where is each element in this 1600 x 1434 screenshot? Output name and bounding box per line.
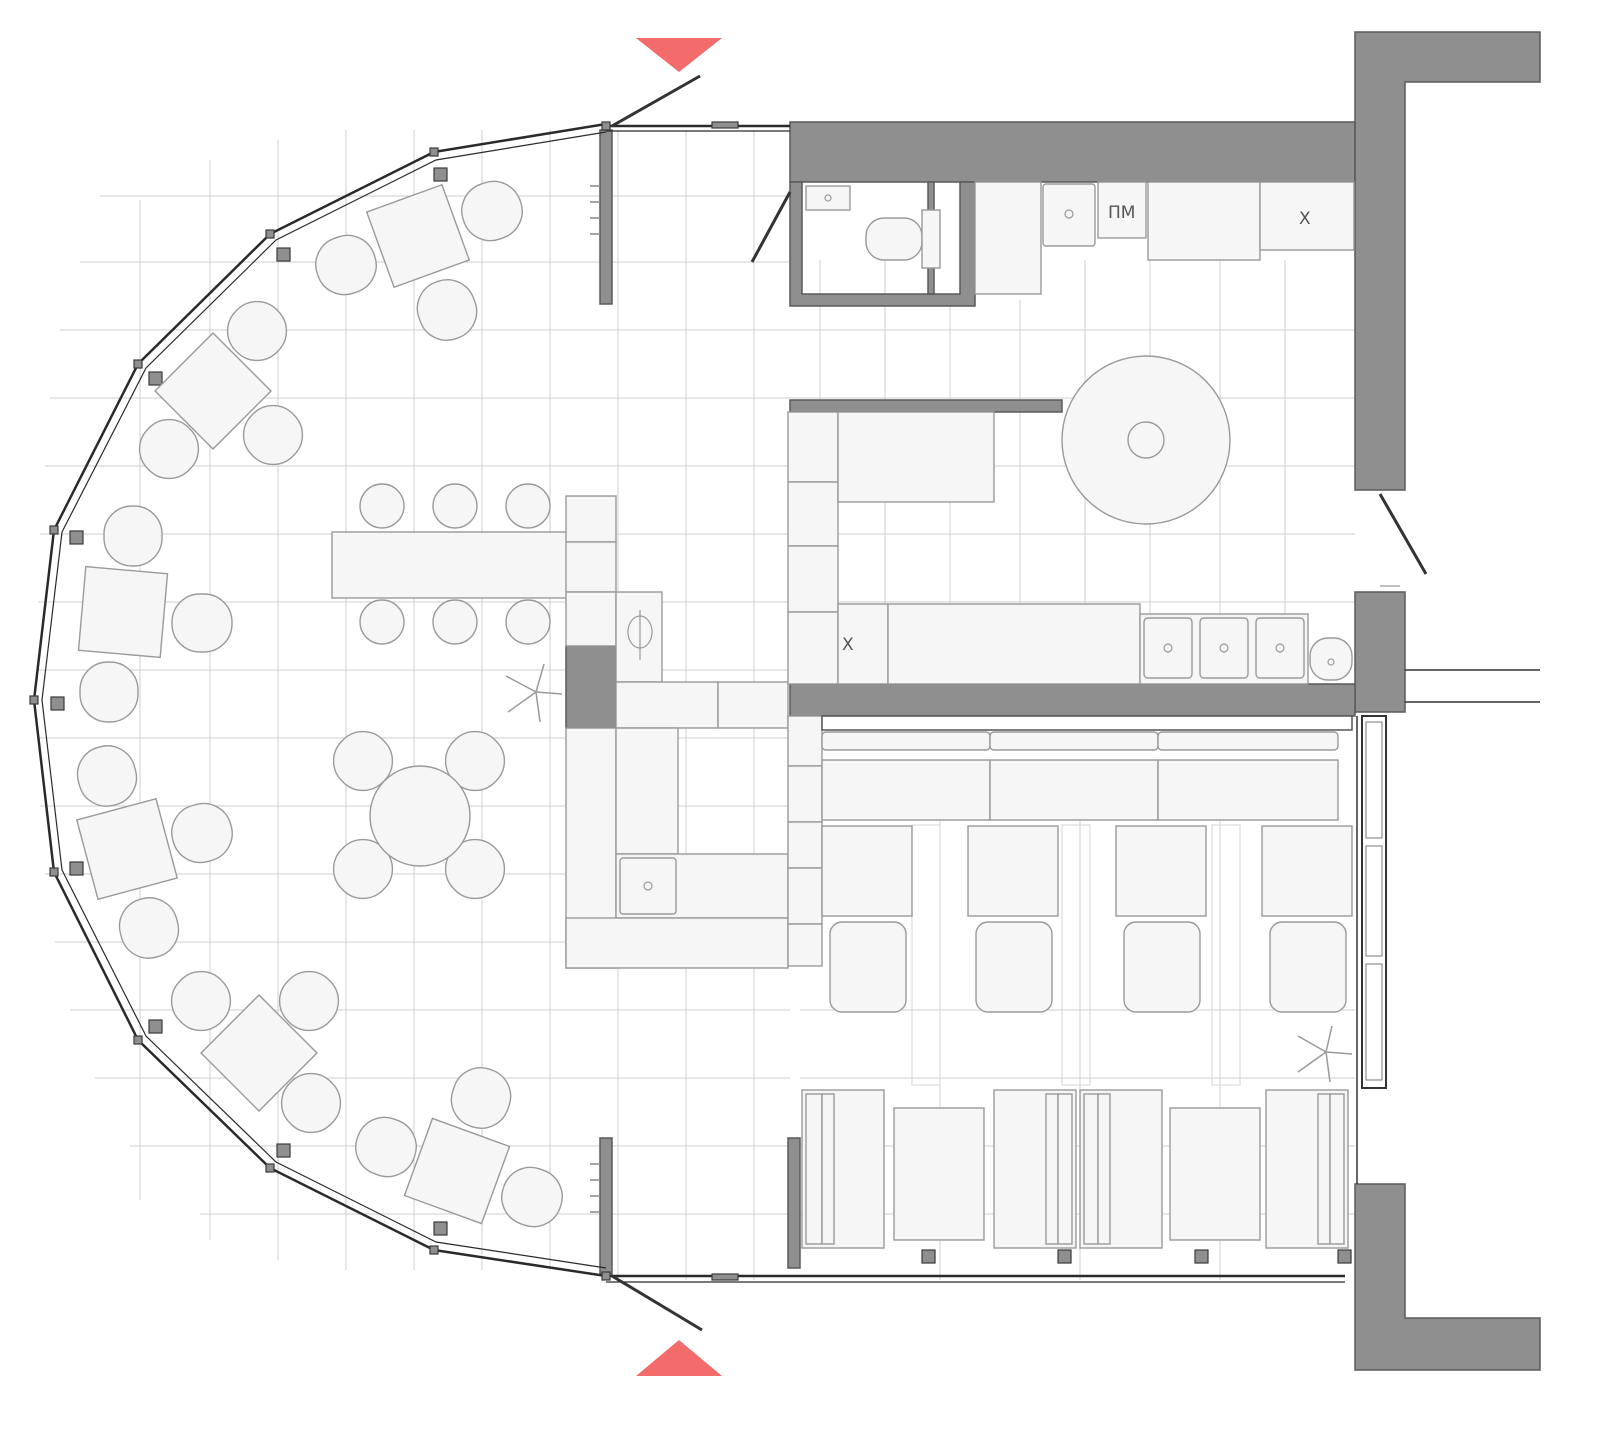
stool <box>432 599 478 645</box>
armchair <box>1123 921 1201 1013</box>
wall-partition-top <box>599 129 613 305</box>
kitchen-island <box>837 355 1231 525</box>
round-table-group <box>332 730 506 900</box>
chair <box>79 661 139 723</box>
wc-sink <box>805 185 851 211</box>
chair <box>501 1166 563 1228</box>
chair <box>355 1116 417 1178</box>
table-square <box>403 1117 511 1225</box>
chair <box>278 970 340 1032</box>
wall-lower-left <box>787 1137 801 1269</box>
communal-table <box>331 483 569 645</box>
entrance-arrow-bottom <box>636 1340 722 1376</box>
bar-counter <box>565 495 789 969</box>
chair <box>450 1067 512 1129</box>
wall-wc <box>789 181 976 307</box>
fridge-top <box>1259 181 1355 251</box>
wc-door <box>750 191 792 263</box>
desk <box>1261 825 1353 917</box>
table-square <box>200 994 318 1112</box>
chair <box>171 802 233 864</box>
long-table <box>331 531 569 599</box>
workstations <box>821 825 1353 1013</box>
stool <box>359 483 405 529</box>
stool <box>505 483 551 529</box>
pillar-bar <box>565 645 617 729</box>
chair <box>242 404 304 466</box>
glass-facade <box>29 121 1352 1283</box>
chair <box>315 234 377 296</box>
bar-sink <box>619 857 677 915</box>
stool <box>505 599 551 645</box>
exterior-walls <box>565 31 1541 1371</box>
wc-room <box>805 185 941 269</box>
armchair <box>829 921 907 1013</box>
kitchen-top-row: ПМ Х <box>974 181 1355 295</box>
desk <box>1115 825 1207 917</box>
kitchen-sink <box>1042 183 1096 247</box>
armchair <box>975 921 1053 1013</box>
chair <box>170 970 232 1032</box>
wall-top <box>789 121 1356 183</box>
lower-bench <box>821 715 1353 821</box>
fan-icon <box>505 663 563 723</box>
chair <box>118 897 180 959</box>
entrance-door-bottom <box>611 1274 703 1332</box>
table-square <box>365 183 471 289</box>
fan-icon-lower <box>1297 1025 1353 1083</box>
right-window-strip <box>1356 669 1540 1184</box>
chair <box>138 418 200 480</box>
fridge-bottom-label: Х <box>842 635 854 655</box>
table-square <box>154 332 272 450</box>
desk <box>967 825 1059 917</box>
chair <box>416 279 478 341</box>
kitchen-bottom-row: Х <box>837 603 1353 685</box>
chair <box>76 745 138 807</box>
partition-hooks <box>590 185 600 1213</box>
armchair <box>1269 921 1347 1013</box>
kitchen-back-door <box>1378 493 1428 575</box>
floor-planks <box>911 824 1241 1086</box>
stool <box>359 599 405 645</box>
round-table <box>369 765 471 867</box>
wall-divider-kitchen <box>789 683 1356 717</box>
doors <box>611 74 1428 1332</box>
chair <box>461 180 523 242</box>
coffee-table <box>893 1107 985 1241</box>
toilet <box>865 217 923 261</box>
dishwasher-label: ПМ <box>1108 203 1135 223</box>
dining-tables-facade <box>75 180 563 1228</box>
chair <box>226 300 288 362</box>
stool <box>432 483 478 529</box>
table-square <box>75 797 179 901</box>
fridge-top-label: Х <box>1299 209 1311 229</box>
chair <box>171 593 233 653</box>
chair <box>280 1072 342 1134</box>
entrance-arrow-top <box>636 38 722 72</box>
chair <box>103 505 163 567</box>
wall-kitchen-partition <box>789 399 1063 413</box>
coffee-table <box>1169 1107 1261 1241</box>
wall-right-upper <box>1354 31 1541 491</box>
table-square <box>77 565 169 659</box>
lounge <box>801 1089 1349 1249</box>
entrance-door-top <box>611 74 701 128</box>
dishwasher <box>1097 181 1147 239</box>
desk <box>821 825 913 917</box>
wall-right-middle <box>1354 591 1406 713</box>
wall-right-lower <box>1354 1183 1541 1371</box>
wall-partition-bottom <box>599 1137 613 1275</box>
fridge-bottom <box>837 603 889 685</box>
